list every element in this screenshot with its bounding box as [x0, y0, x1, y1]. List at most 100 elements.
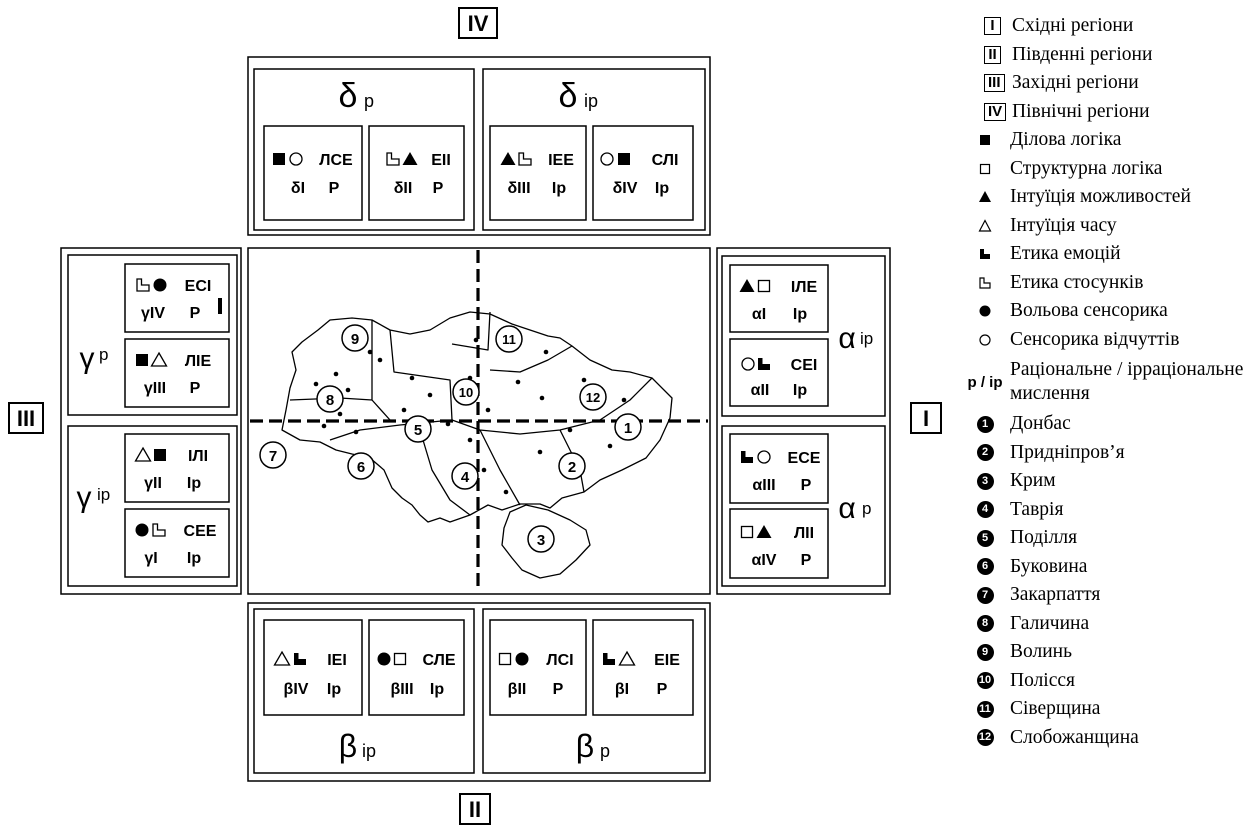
outline-square-icon — [979, 163, 991, 174]
svg-text:4: 4 — [461, 469, 470, 486]
type-box-alpha-ip-1: ІЛЕ αІ Ір — [729, 264, 829, 333]
group-delta-p: δ p — [253, 68, 475, 231]
svg-text:I: I — [923, 406, 929, 431]
quadrant-label-top: IV — [458, 7, 498, 39]
type-code: ЕІІ — [431, 152, 451, 169]
type-sub: γІV — [141, 305, 165, 322]
group-suffix: ip — [860, 329, 873, 348]
legend-function: Інтуїція часу — [960, 212, 1258, 241]
type-code: ІЛІ — [188, 448, 208, 465]
filled-corner-icon — [980, 249, 990, 260]
type-rationality: Р — [657, 681, 668, 698]
legend-rationality: р / ір Раціональне / ірраціональне мисле… — [960, 354, 1258, 410]
type-sub: βІV — [284, 681, 309, 698]
type-rationality: Р — [190, 380, 201, 397]
filled-square-icon — [980, 135, 990, 146]
type-box-alpha-p-1: ЕСЕ αІІІ Р — [729, 433, 829, 504]
group-greek: δ — [559, 77, 578, 115]
type-box-delta-p-2: ЕІІ δІІ Р — [368, 125, 465, 221]
type-rationality: Ір — [793, 306, 807, 323]
legend-label: Північні регіони — [1012, 100, 1150, 122]
filled-square-icon — [154, 449, 166, 461]
type-sub: βІ — [615, 681, 629, 698]
filled-circle-icon — [979, 305, 991, 317]
socionics-map-diagram: IV II III I δ p δ ip β ip β p γ p — [8, 7, 942, 825]
group-alpha-ip: α ip — [721, 255, 886, 417]
type-code: СЛЕ — [422, 652, 455, 669]
group-greek: β — [339, 728, 357, 764]
svg-text:12: 12 — [586, 390, 600, 405]
region-number-badge: 3 — [976, 472, 994, 490]
right-outer-frame — [716, 247, 891, 595]
type-rationality: Ір — [793, 382, 807, 399]
type-sub: βІІІ — [390, 681, 413, 698]
legend-function: Етика емоцій — [960, 240, 1258, 269]
type-box-gamma-ip-1: ІЛІ γІІ Ір — [124, 433, 230, 503]
region-number-badge: 12 — [976, 729, 994, 747]
svg-text:5: 5 — [414, 422, 422, 439]
group-suffix: ip — [362, 741, 376, 761]
group-alpha-p: α p — [721, 425, 886, 587]
region-marker-4: 4 — [451, 462, 479, 490]
type-box-alpha-ip-2: СЕІ αІІ Ір — [729, 338, 829, 407]
svg-text:2: 2 — [568, 459, 576, 476]
filled-square-icon — [618, 153, 630, 165]
legend-roman-south: II Південні регіони — [960, 41, 1258, 70]
type-sub: αІV — [752, 552, 777, 569]
svg-text:7: 7 — [269, 448, 277, 465]
group-greek: α — [838, 322, 855, 355]
svg-text:9: 9 — [351, 331, 359, 348]
legend-roman-east: I Східні регіони — [960, 12, 1258, 41]
legend-label: Західні регіони — [1012, 72, 1139, 94]
type-rationality: Р — [433, 180, 444, 197]
region-number-badge: 1 — [976, 415, 994, 433]
type-code: ІЕІ — [327, 652, 347, 669]
legend: I Східні регіони II Південні регіони II I… — [960, 12, 1258, 752]
svg-text:3: 3 — [537, 532, 545, 549]
type-box-delta-ip-1: ІЕЕ δІІІ Ір — [489, 125, 587, 221]
region-number-badge: 6 — [976, 558, 994, 576]
legend-roman-north: IV Північні регіони — [960, 98, 1258, 127]
group-suffix: p — [364, 91, 374, 111]
type-sub: αІ — [752, 306, 766, 323]
type-rationality: Р — [553, 681, 564, 698]
city-dots — [313, 337, 627, 495]
region-marker-11: 11 — [495, 325, 523, 353]
type-rationality: Ір — [655, 180, 669, 197]
outline-circle-icon — [979, 334, 991, 346]
region-number-badge: 5 — [976, 529, 994, 547]
filled-circle-icon — [515, 652, 529, 666]
type-box-beta-p-1: ЛСІ βІІ Р — [489, 619, 587, 716]
type-code: СЛІ — [652, 152, 679, 169]
legend-function: Ділова логіка — [960, 126, 1258, 155]
type-box-gamma-p-1: ЕСІ γІV Р — [124, 263, 230, 333]
roman-numeral-box: II — [984, 45, 1001, 64]
svg-text:II: II — [469, 797, 481, 822]
group-suffix: ip — [584, 91, 598, 111]
type-code: ІЕЕ — [548, 152, 574, 169]
type-box-gamma-ip-2: СЕЕ γІ Ір — [124, 508, 230, 578]
type-rationality: Ір — [552, 180, 566, 197]
legend-label: Раціональне / ірраціональне мислення — [1010, 359, 1244, 404]
type-sub: γІІІ — [144, 380, 166, 397]
type-rationality: Р — [329, 180, 340, 197]
svg-text:8: 8 — [326, 392, 334, 409]
type-code: ЛІЕ — [185, 353, 212, 370]
type-rationality: Ір — [327, 681, 341, 698]
type-sub: δІІ — [394, 180, 413, 197]
region-marker-10: 10 — [452, 378, 480, 406]
type-code: ІЛЕ — [791, 279, 818, 296]
svg-text:IV: IV — [468, 11, 489, 36]
filled-circle-icon — [135, 523, 149, 537]
legend-label: Східні регіони — [1012, 15, 1134, 37]
type-rationality: Ір — [430, 681, 444, 698]
region-marker-1: 1 — [614, 413, 642, 441]
legend-function: Етика стосунків — [960, 269, 1258, 298]
